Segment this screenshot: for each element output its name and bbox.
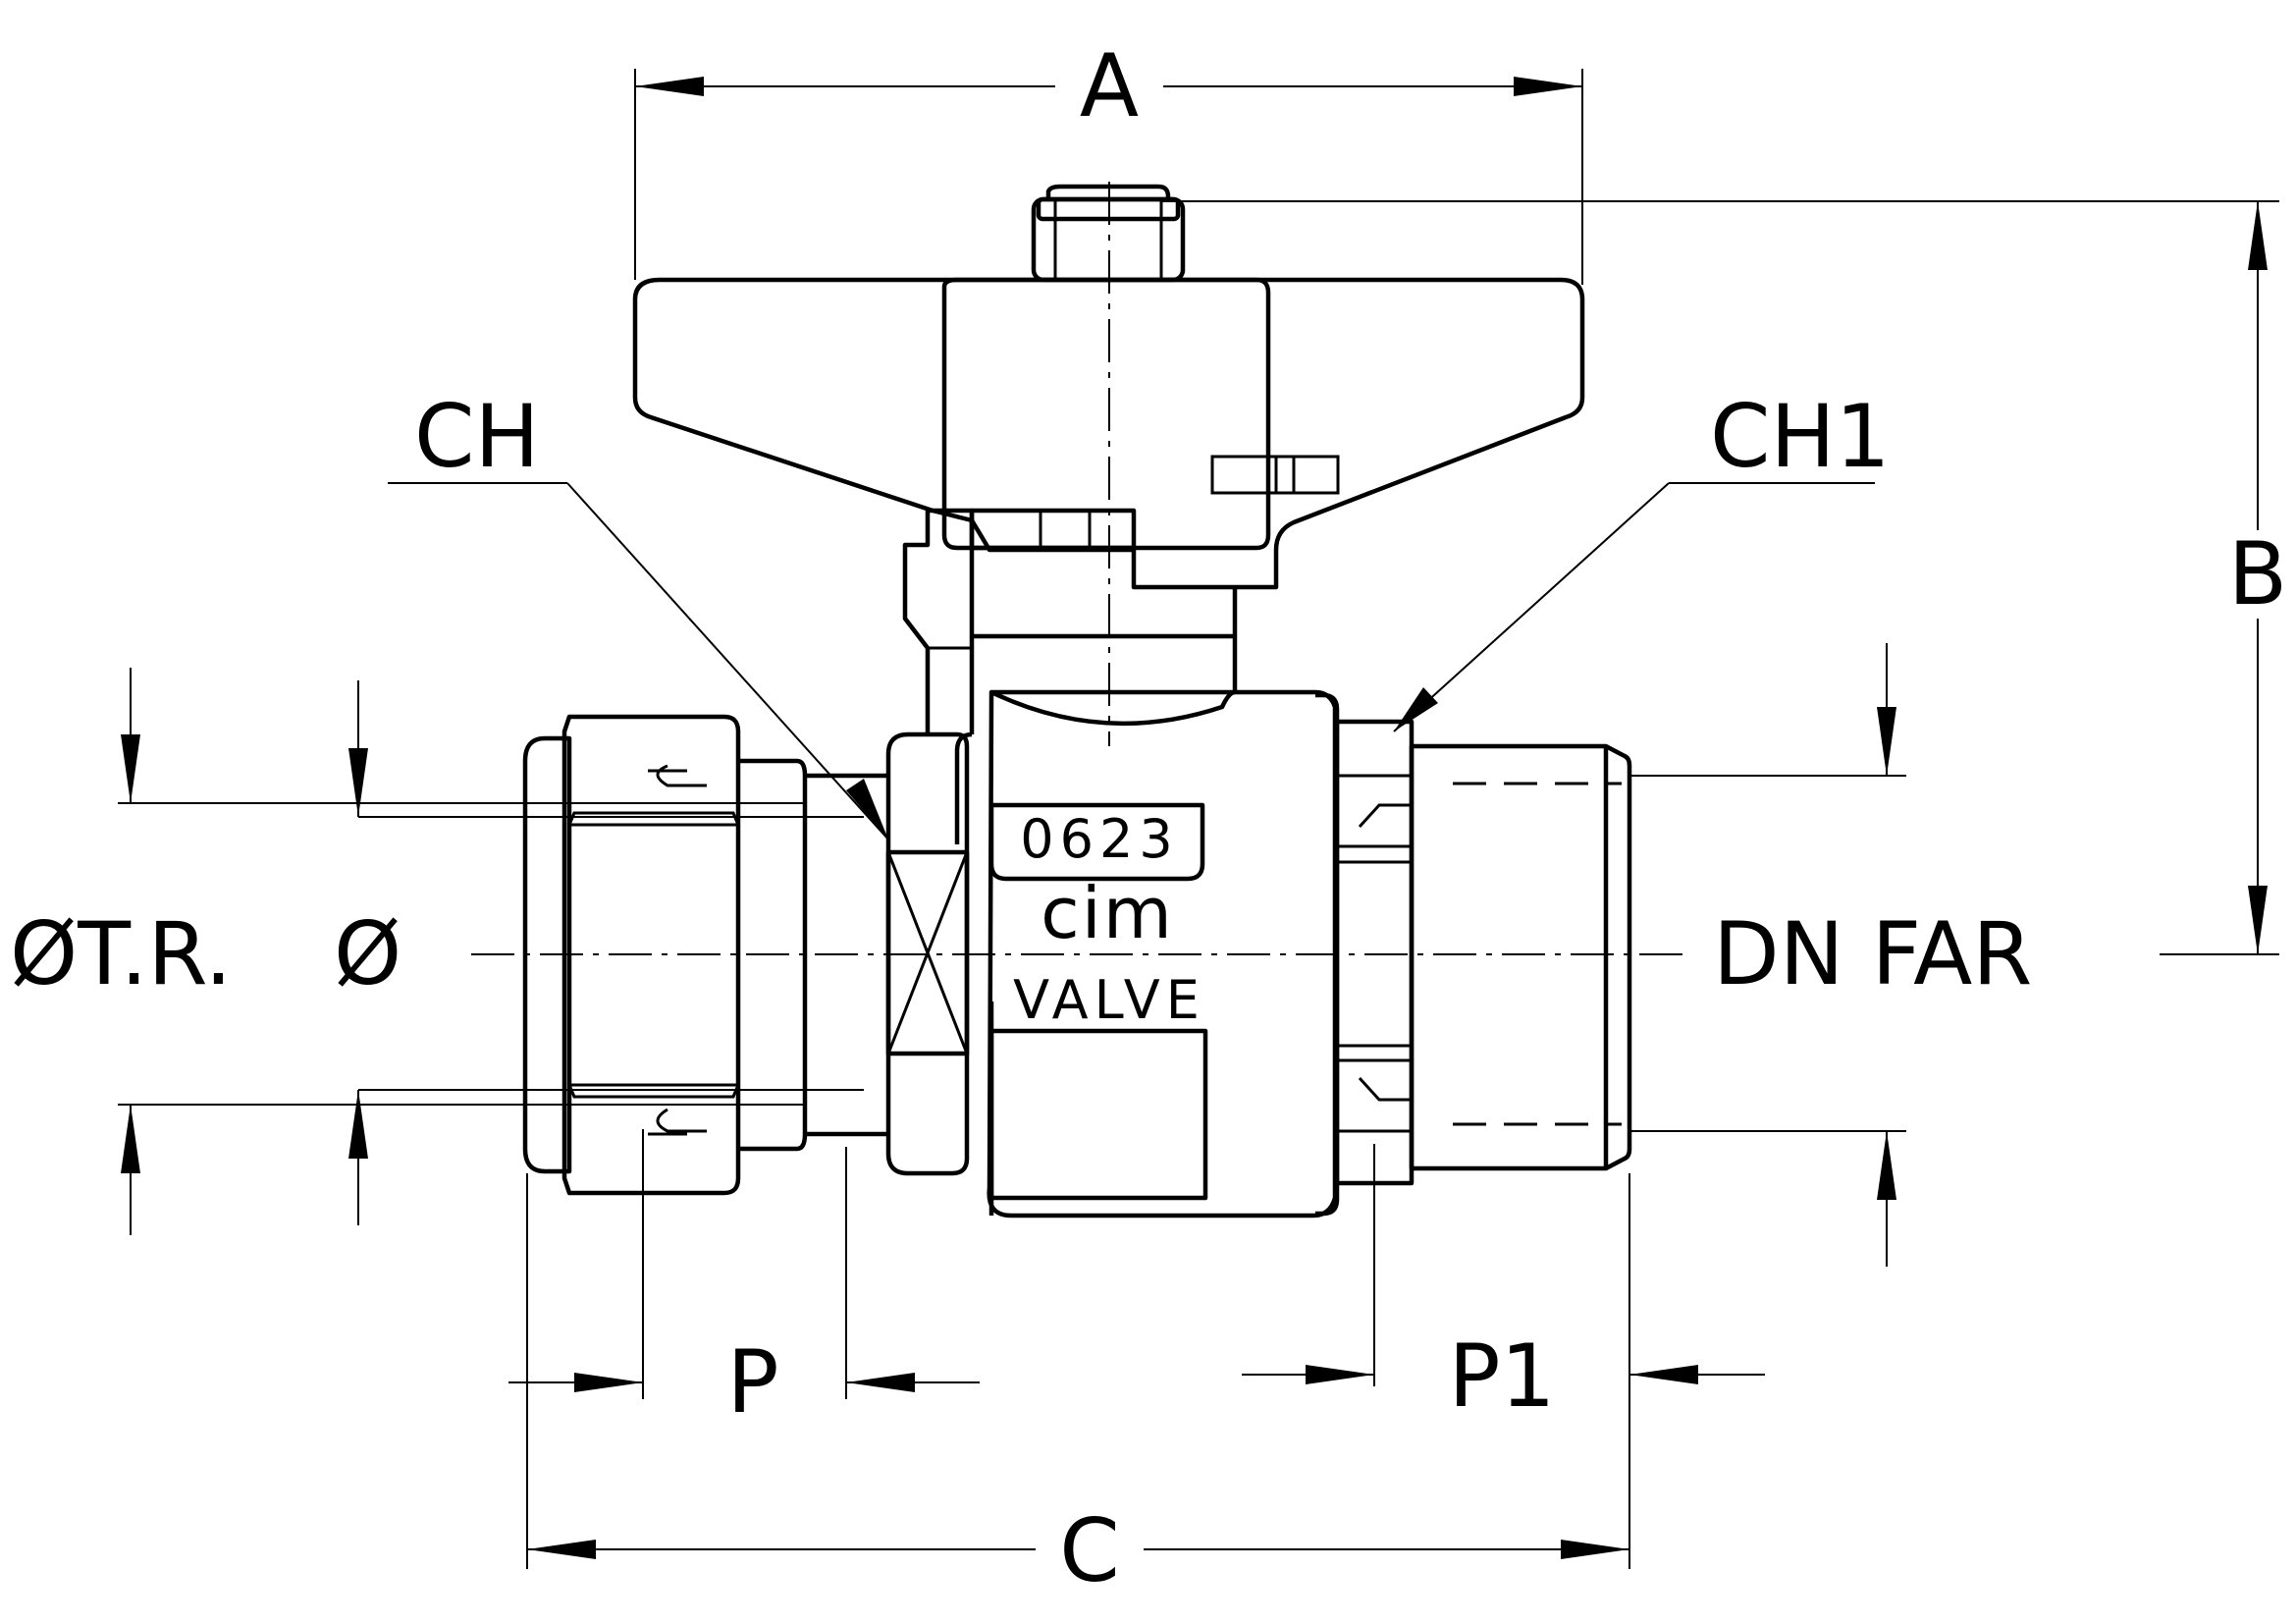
leader-ch1: CH1: [1393, 386, 1891, 732]
ch1-label: CH1: [1710, 386, 1891, 487]
dimension-left-diameters: ØT.R. Ø: [10, 668, 864, 1235]
dimension-p1: P1: [1242, 1144, 1765, 1427]
arrow-p-right: [846, 1373, 915, 1392]
dimension-c: C: [526, 1173, 1630, 1601]
arrow-p1-left: [1306, 1365, 1374, 1384]
arrow-a-left: [635, 77, 704, 96]
arrow-ch: [846, 779, 888, 839]
arrow-dn-top: [1877, 707, 1896, 776]
dn-far-label: DN FAR: [1713, 903, 2032, 1004]
arrow-b-bottom: [2248, 886, 2268, 954]
arrow-dn-bottom: [1877, 1131, 1896, 1200]
dimension-b: B: [1160, 200, 2287, 955]
handle-nut: [1031, 184, 1186, 283]
ch-label: CH: [414, 386, 540, 487]
dimension-b-label: B: [2228, 523, 2287, 624]
arrow-tube-top: [121, 734, 140, 803]
dimension-p: P: [508, 1129, 980, 1433]
valve-handle: [632, 277, 1585, 590]
arrow-tube-bottom: [121, 1105, 140, 1173]
arrow-b-top: [2248, 201, 2268, 270]
dimension-c-label: C: [1059, 1500, 1119, 1601]
arrow-p1-right: [1629, 1365, 1698, 1384]
valve-right-end: [1315, 692, 1632, 1217]
body-brand: cim: [1041, 872, 1174, 954]
valve-left-fitting: [522, 714, 888, 1196]
arrow-dia-top: [348, 748, 368, 817]
dimension-right-dn: DN FAR: [1629, 643, 2032, 1267]
arrow-p-left: [574, 1373, 643, 1392]
dimension-a-label: A: [1080, 35, 1139, 136]
leader-ch: CH: [388, 386, 889, 840]
diameter-label: Ø: [334, 903, 401, 1004]
dimension-a: A: [634, 35, 1583, 285]
arrow-c-left: [527, 1540, 596, 1559]
arrow-a-right: [1514, 77, 1582, 96]
valve-stem: [902, 508, 1238, 734]
arrow-ch1: [1394, 687, 1438, 731]
arrow-c-right: [1561, 1540, 1629, 1559]
body-code: 0623: [1020, 808, 1178, 870]
dimension-p-label: P: [726, 1331, 778, 1433]
tube-diameter-label: ØT.R.: [10, 903, 233, 1004]
arrow-dia-bottom: [348, 1090, 368, 1159]
ch-hex-flat: [885, 849, 970, 1056]
body-word: VALVE: [1013, 969, 1205, 1031]
dimension-p1-label: P1: [1448, 1326, 1555, 1427]
